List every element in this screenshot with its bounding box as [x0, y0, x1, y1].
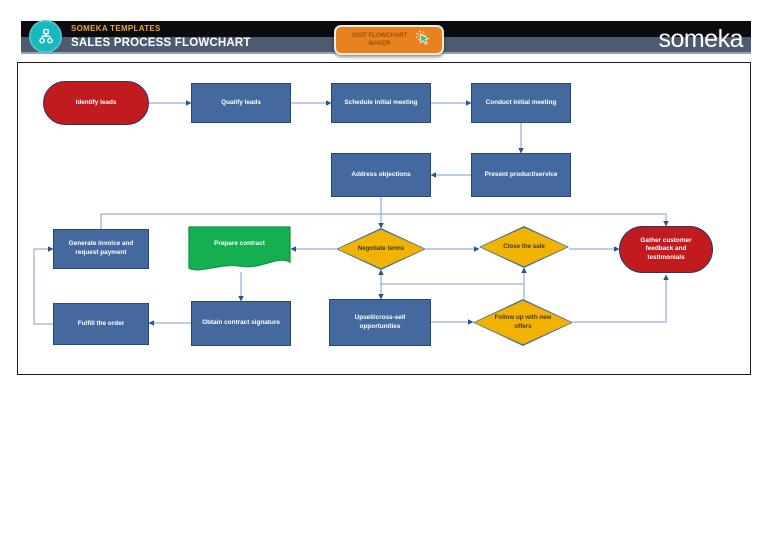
brand-text: SOMEKA TEMPLATES — [71, 24, 161, 33]
node-prepare-contract[interactable]: Prepare contract — [188, 226, 291, 272]
nodes-layer: Identify leads Qualify leads Schedule init… — [18, 63, 750, 374]
node-present-product-service[interactable]: Present product/service — [471, 153, 571, 197]
node-qualify-leads[interactable]: Qualify leads — [191, 83, 291, 123]
node-close-the-sale[interactable]: Close the sale — [479, 226, 569, 268]
flowchart-badge-icon — [29, 20, 62, 53]
node-fulfill-the-order[interactable]: Fulfill the order — [53, 303, 149, 345]
node-label: Identify leads — [75, 98, 117, 106]
node-label: Schedule initial meeting — [344, 98, 418, 106]
node-obtain-contract-signature[interactable]: Obtain contract signature — [191, 301, 291, 346]
connector-generate-invoice-to-gather-customer-feedback — [100, 213, 669, 229]
someka-logo[interactable]: someka — [658, 25, 743, 53]
node-negotiate-terms[interactable]: Negotiate terms — [336, 228, 426, 270]
node-label: Generate invoice and request payment — [68, 240, 134, 256]
node-label: Present product/service — [484, 170, 558, 178]
node-upsell-cross-sell[interactable]: Upsell/cross-sell opportunities — [329, 299, 431, 346]
node-label: Close the sale — [503, 242, 545, 250]
app-header: SOMEKA TEMPLATES SALES PROCESS FLOWCHART… — [21, 20, 751, 55]
connector-follow-up-new-offers-to-gather-customer-feedback — [573, 274, 669, 323]
connectors-layer — [33, 100, 669, 326]
connector-fulfill-the-order-to-generate-invoice — [33, 246, 54, 325]
node-label: Gather customer feedback and testimonial… — [640, 236, 692, 261]
node-label: Address objections — [351, 170, 411, 178]
node-label: Qualify leads — [221, 98, 261, 106]
node-label: Fulfill the order — [77, 319, 125, 327]
header-titles: SOMEKA TEMPLATES SALES PROCESS FLOWCHART — [71, 22, 251, 51]
node-generate-invoice[interactable]: Generate invoice and request payment — [53, 229, 149, 269]
page-title: SALES PROCESS FLOWCHART — [71, 37, 251, 49]
flowchart-canvas: Identify leads Qualify leads Schedule init… — [17, 62, 751, 375]
node-label: Negotiate terms — [357, 244, 405, 252]
node-label: Obtain contract signature — [202, 319, 280, 327]
node-label: Conduct initial meeting — [485, 98, 557, 106]
node-address-objections[interactable]: Address objections — [331, 153, 431, 197]
node-identify-leads[interactable]: Identify leads — [43, 81, 149, 125]
node-follow-up-new-offers[interactable]: Follow up with new offers — [473, 299, 573, 346]
node-conduct-initial-meeting[interactable]: Conduct initial meeting — [471, 83, 571, 123]
node-label: Follow up with new offers — [494, 314, 552, 330]
org-chart-icon — [38, 28, 53, 43]
node-schedule-initial-meeting[interactable]: Schedule initial meeting — [331, 83, 431, 123]
cta-label: VISIT FLOWCHART MAKER — [351, 32, 408, 47]
document-shape — [188, 226, 291, 271]
node-gather-customer-feedback[interactable]: Gather customer feedback and testimonial… — [619, 226, 713, 273]
visit-flowchart-maker-button[interactable]: VISIT FLOWCHART MAKER — [334, 25, 444, 55]
node-label: Prepare contract — [214, 240, 265, 248]
node-label: Upsell/cross-sell opportunities — [354, 313, 406, 330]
click-cursor-icon — [414, 29, 431, 51]
